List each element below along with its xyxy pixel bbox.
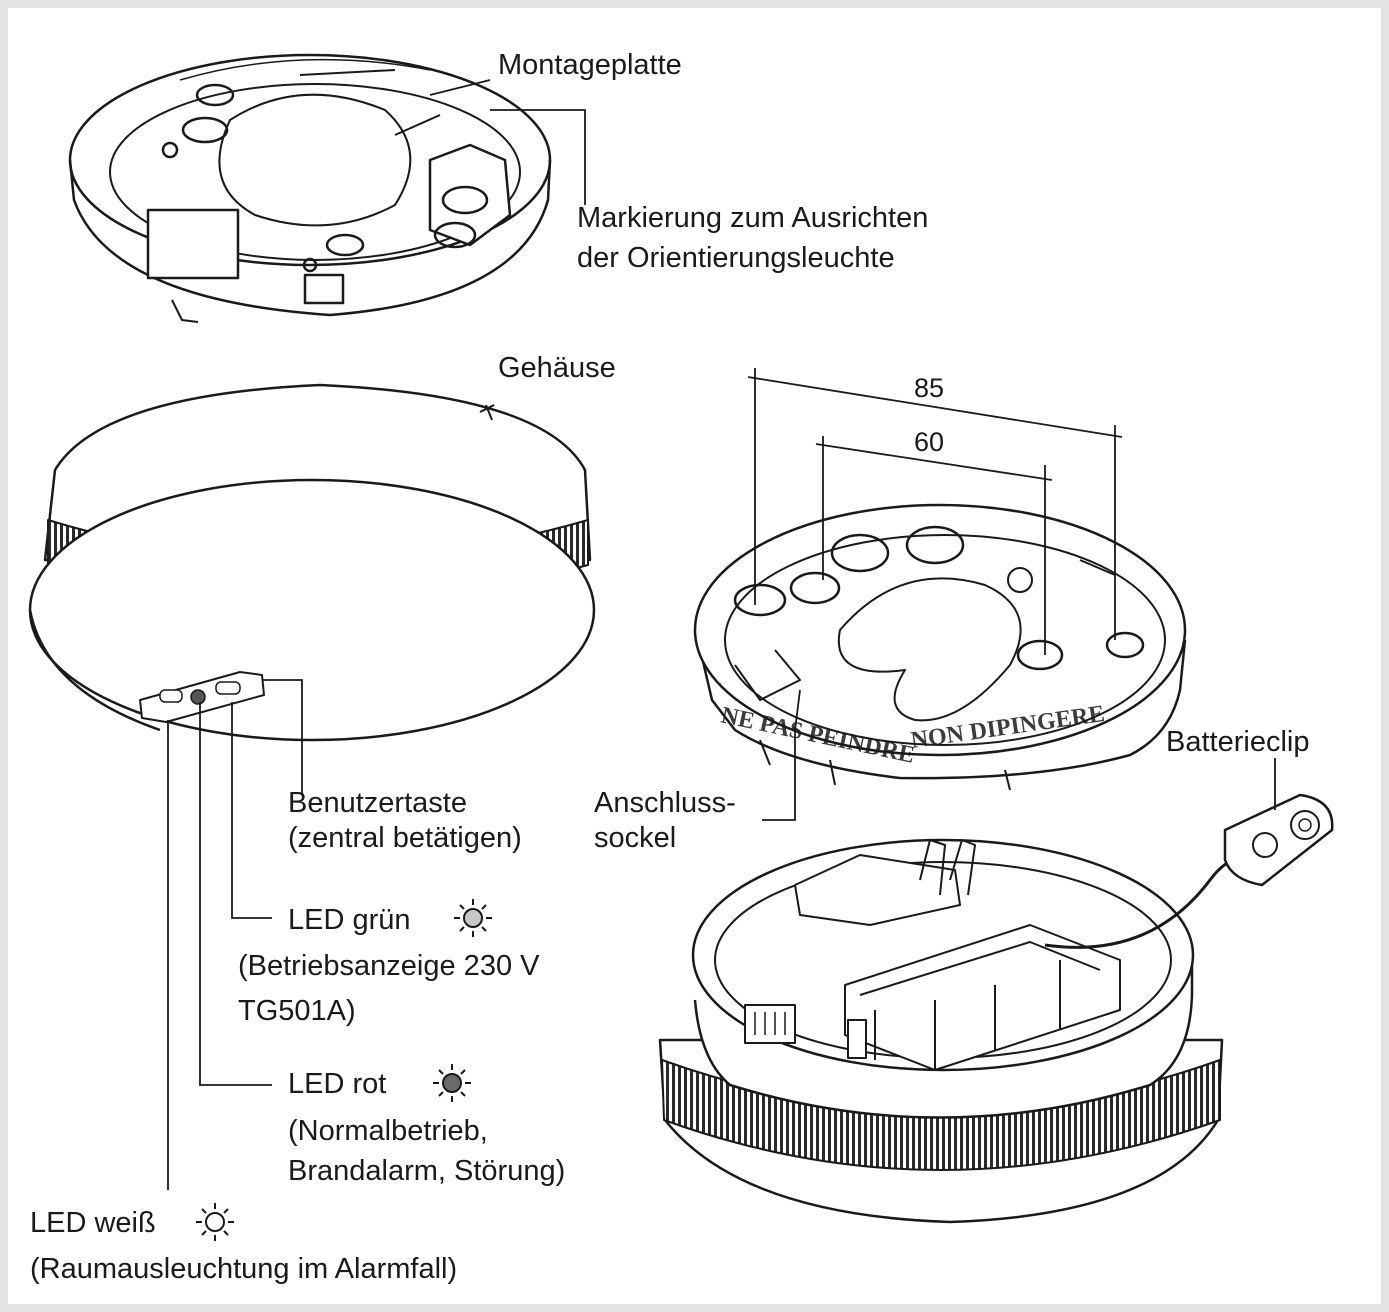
label-anschlusssockel-line1: Anschluss- [594,787,736,819]
battery-holder-illustration [658,793,1334,1224]
led-green-icon [453,898,493,938]
label-led-rot: LED rot [288,1068,387,1100]
label-led-rot-desc-line2: Brandalarm, Störung) [288,1155,566,1187]
dimension-85: 85 [914,373,945,403]
label-led-gruen-desc-line1: (Betriebsanzeige 230 V [238,950,540,982]
label-markierung-line1: Markierung zum Ausrichten [577,202,929,234]
label-montageplatte: Montageplatte [498,49,682,81]
led-white-icon [195,1202,235,1242]
label-led-weiss-desc: (Raumausleuchtung im Alarmfall) [30,1253,458,1285]
base-illustration: NE PAS PEINDRE NON DIPINGERE [693,503,1187,791]
leader-lines [167,79,1276,1190]
label-markierung-line2: der Orientierungsleuchte [577,242,895,274]
dimension-lines [747,368,1123,655]
label-batterieclip: Batterieclip [1166,726,1310,758]
label-benutzertaste-line2: (zentral betätigen) [288,822,522,854]
label-led-rot-desc-line1: (Normalbetrieb, [288,1115,488,1147]
housing-illustration [28,383,596,742]
label-anschlusssockel-line2: sockel [594,822,677,854]
label-led-gruen-desc-line2: TG501A) [238,995,356,1027]
label-led-weiss: LED weiß [30,1207,156,1239]
label-gehaeuse: Gehäuse [498,352,616,384]
label-benutzertaste-line1: Benutzertaste [288,787,467,819]
led-red-icon [432,1063,472,1103]
label-led-gruen: LED grün [288,904,411,936]
dimension-60: 60 [914,427,945,457]
mounting-plate-illustration [68,53,552,323]
